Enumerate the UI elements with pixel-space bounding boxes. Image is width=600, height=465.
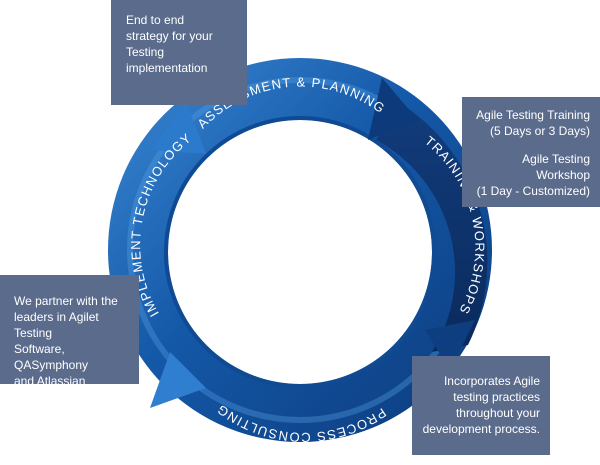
note-strategy-line: Testing — [126, 45, 165, 59]
note-consulting-line: testing practices — [453, 390, 540, 404]
note-consulting-line: throughout your — [455, 406, 540, 420]
ring-inner-hole — [168, 120, 432, 384]
ring-inner-rim — [164, 116, 436, 388]
arrow-head-right — [425, 320, 475, 370]
arrow-head-top — [368, 78, 418, 140]
note-partners-line: and Atlassian — [14, 374, 86, 388]
note-partners-line: Software, QASymphony — [14, 342, 89, 372]
note-consulting-line: Incorporates Agile — [443, 374, 540, 388]
note-training: Agile Testing Training (5 Days or 3 Days… — [462, 97, 600, 207]
note-partners-line: We partner with the — [14, 294, 118, 308]
note-partners-line: leaders in Agilet Testing — [14, 310, 99, 340]
note-consulting-line: development process. — [422, 422, 540, 436]
note-training-item2-title: Agile Testing Workshop — [522, 152, 590, 182]
note-training-item2-detail: (1 Day - Customized) — [476, 184, 590, 198]
arrow-head-left — [150, 102, 206, 154]
note-consulting: Incorporates Agile testing practices thr… — [412, 356, 550, 455]
note-training-item1-title: Agile Testing Training — [476, 108, 590, 122]
note-strategy-line: implementation — [126, 61, 208, 75]
note-strategy-line: End to end — [126, 13, 185, 27]
note-training-item1-detail: (5 Days or 3 Days) — [489, 124, 590, 138]
note-strategy: End to end strategy for your Testing imp… — [111, 0, 247, 105]
note-strategy-line: strategy for your — [126, 29, 213, 43]
training-segment — [376, 100, 488, 352]
arrow-head-bottom — [150, 352, 206, 408]
note-partners: We partner with the leaders in Agilet Te… — [0, 275, 139, 388]
